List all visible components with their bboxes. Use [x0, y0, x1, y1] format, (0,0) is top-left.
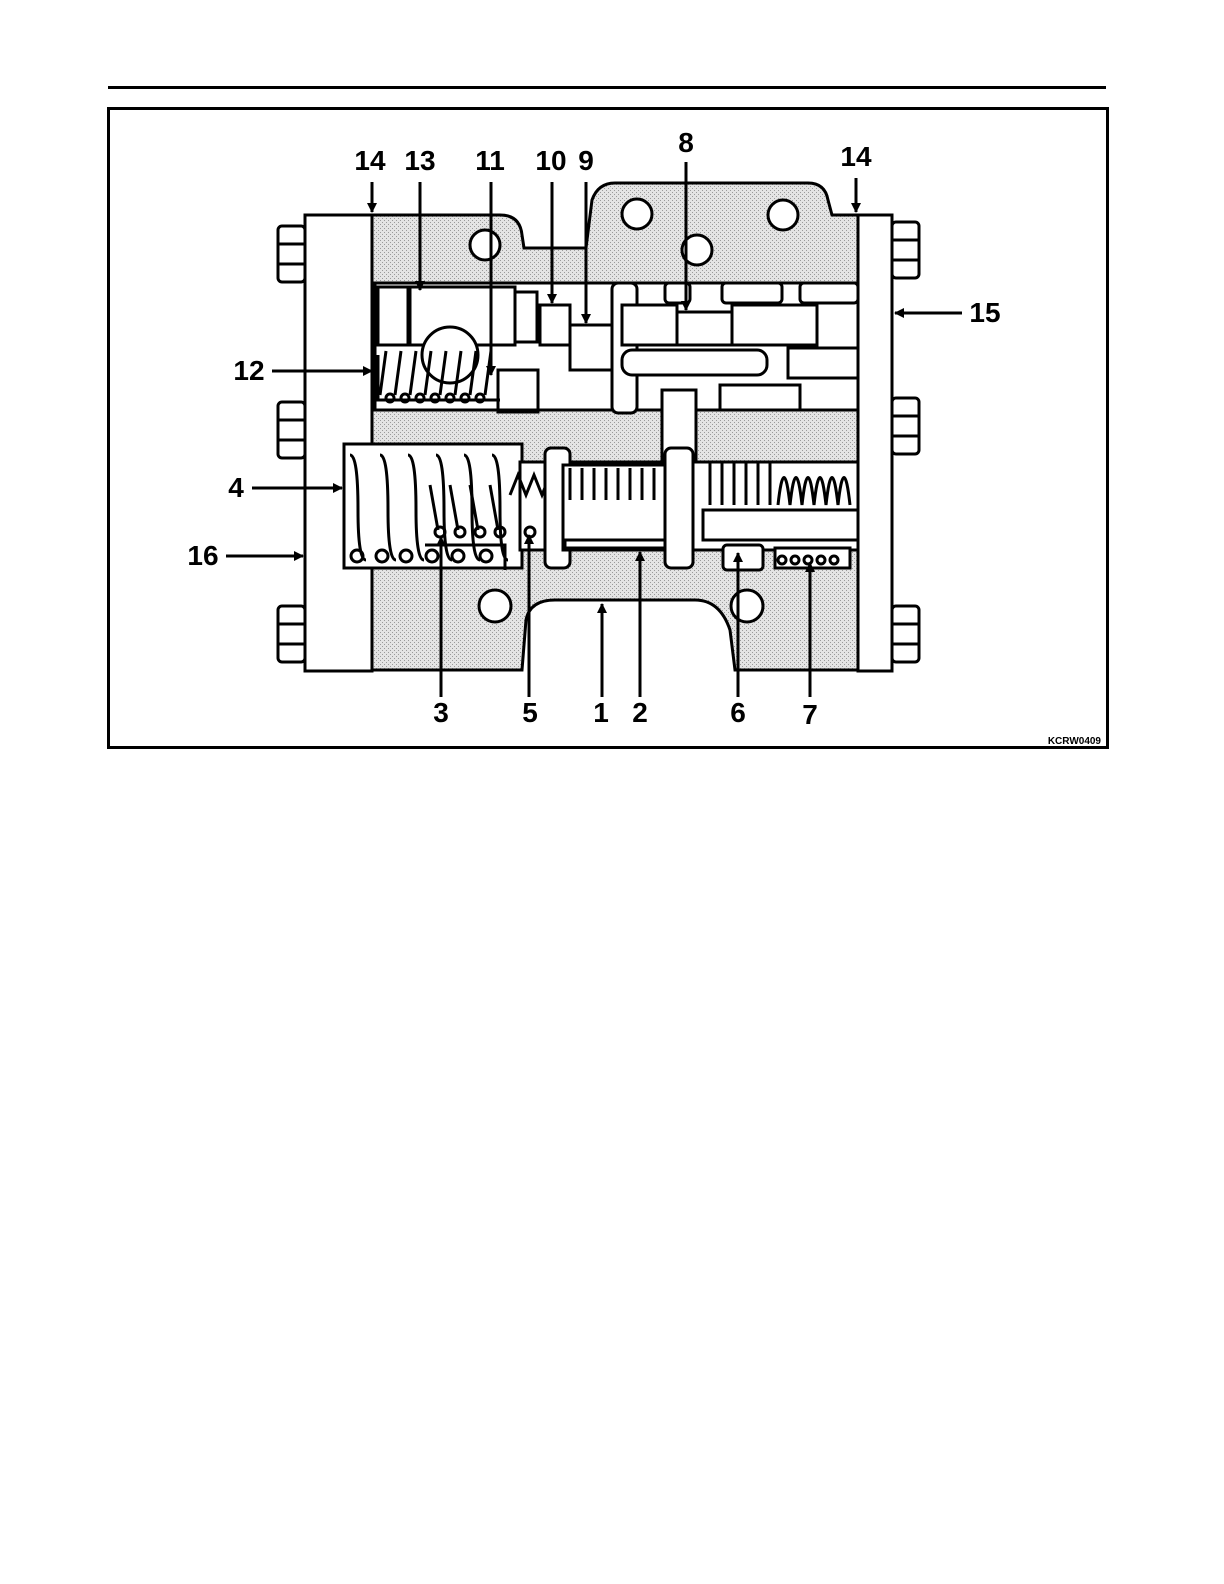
left-bolts: [278, 226, 305, 662]
callout-6: 6: [730, 697, 746, 728]
callout-4: 4: [228, 472, 244, 503]
callout-5: 5: [522, 697, 538, 728]
callout-7: 7: [802, 699, 818, 730]
lower-spool: [545, 448, 693, 568]
right-end-cover: [858, 215, 892, 671]
callout-3: 3: [433, 697, 449, 728]
figure-code: KCRW0409: [1048, 736, 1102, 747]
callout-2: 2: [632, 697, 648, 728]
callout-14-right: 14: [840, 141, 872, 172]
callout-14-left: 14: [354, 145, 386, 176]
callout-16: 16: [187, 540, 218, 571]
callout-11: 11: [475, 145, 505, 176]
callout-1: 1: [593, 697, 609, 728]
callout-12: 12: [233, 355, 264, 386]
callout-8: 8: [678, 127, 694, 158]
callout-10: 10: [535, 145, 566, 176]
callout-13: 13: [404, 145, 435, 176]
callout-9: 9: [578, 145, 594, 176]
callout-15: 15: [969, 297, 1000, 328]
valve-housing: [372, 183, 858, 670]
right-bolts: [892, 222, 919, 662]
